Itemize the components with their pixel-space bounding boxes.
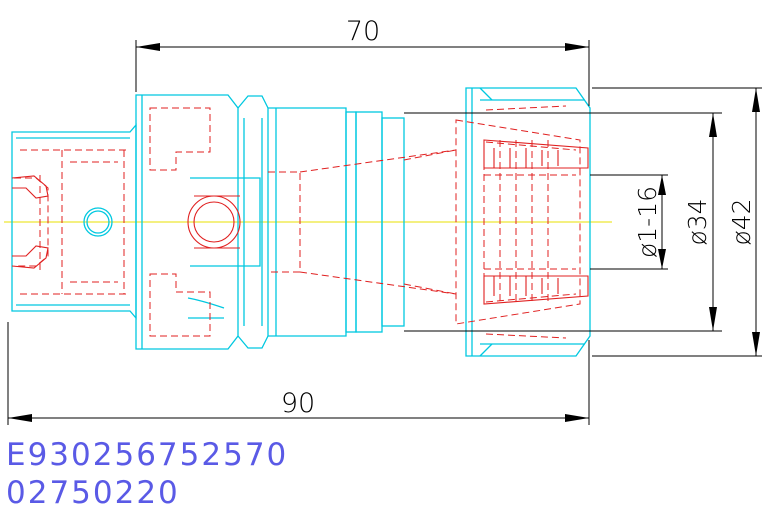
collet-slot [483, 139, 589, 305]
order-code: 02750220 [6, 475, 180, 511]
holder-outline [11, 87, 591, 357]
shank-bore [20, 149, 130, 295]
dim-label-bore: ø1-16 [633, 186, 662, 258]
taper-bore [299, 149, 457, 295]
internal-features [11, 139, 589, 305]
drive-slot [14, 177, 49, 267]
v-groove [237, 95, 269, 349]
dim-label-34: ø34 [683, 198, 712, 245]
dim-label-42: ø42 [727, 198, 756, 245]
article-number: E930256752570 [6, 437, 289, 473]
dimension-arrows [8, 43, 760, 422]
dim-label-90: 90 [281, 388, 315, 419]
dim-label-70: 70 [346, 16, 380, 47]
drive-key-left [11, 175, 49, 199]
body [267, 107, 347, 337]
radial-hole [83, 207, 113, 237]
collet-nut [465, 87, 591, 357]
hidden-lines [14, 105, 581, 339]
collet-outline [455, 119, 581, 325]
